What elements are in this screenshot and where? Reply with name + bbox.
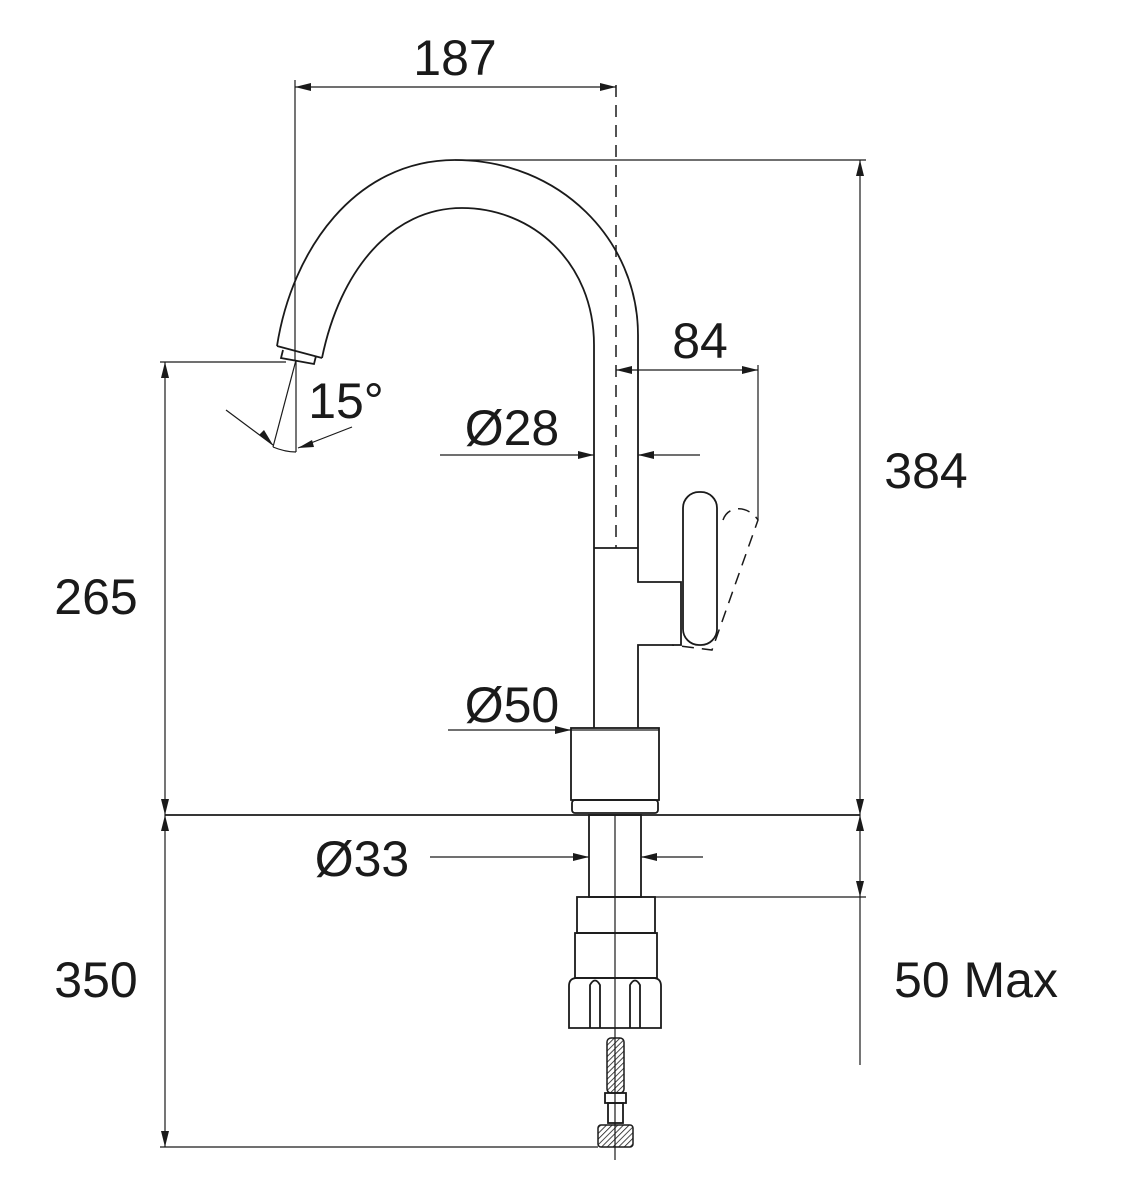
handle-lever <box>682 491 718 646</box>
dim-hose-length: 350 <box>54 952 137 1008</box>
dimension-lines <box>160 80 866 1148</box>
dim-total-height: 384 <box>884 443 967 499</box>
dim-spout-diameter: Ø28 <box>465 400 560 456</box>
aerator <box>279 349 317 366</box>
dim-spout-height: 265 <box>54 569 137 625</box>
mount-plate <box>574 932 658 979</box>
base-collar <box>570 727 660 801</box>
faucet-outline <box>165 85 860 1160</box>
handle-rotated-ghost <box>671 508 759 651</box>
dim-max-counter-thickness: 50 Max <box>894 952 1058 1008</box>
dim-spout-angle: 15° <box>308 373 384 429</box>
mounting-nut <box>568 977 662 1029</box>
spout-outer <box>276 159 639 548</box>
dim-shank-diameter: Ø33 <box>315 831 410 887</box>
spout-tip-edge <box>276 345 323 359</box>
dim-base-diameter: Ø50 <box>465 677 560 733</box>
body-column <box>593 548 682 728</box>
dim-handle-offset: 84 <box>672 313 728 369</box>
base-flange <box>571 799 659 814</box>
dim-spout-reach: 187 <box>413 30 496 86</box>
mount-washer <box>576 896 656 934</box>
spout-inner <box>321 207 595 548</box>
